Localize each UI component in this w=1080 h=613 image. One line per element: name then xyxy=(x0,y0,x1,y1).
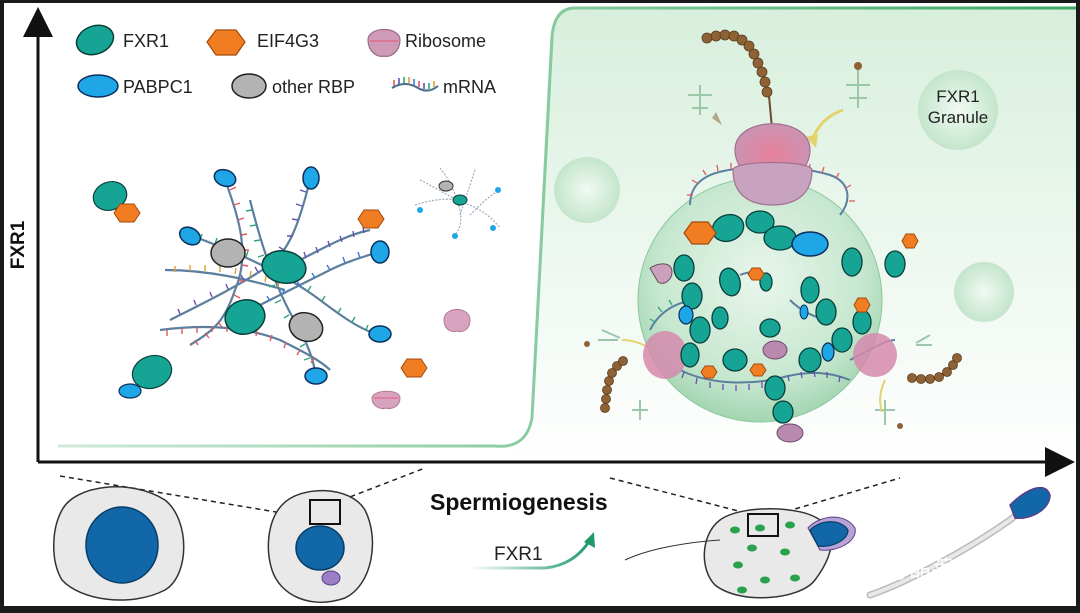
zoom-box-right xyxy=(747,513,779,537)
pabpc1-granule xyxy=(791,231,829,257)
fxr1-granule: FXR1 Granule xyxy=(554,29,1014,443)
legend-mrna: mRNA xyxy=(443,77,496,97)
nascent-peptide-right xyxy=(907,353,962,384)
spermiogenesis-cells: Spermiogenesis FXR1 xyxy=(53,467,1051,603)
ribosome-right xyxy=(853,333,897,377)
nascent-peptide-top xyxy=(701,29,773,98)
ribosome-top-large xyxy=(732,161,813,206)
round-spermatid-nucleus xyxy=(85,506,159,584)
fxr1-proteins xyxy=(673,210,906,424)
granule-label-line1: FXR1 xyxy=(936,87,979,106)
fxr1-trend-label: FXR1 xyxy=(494,544,543,565)
small-granule-left xyxy=(554,157,620,223)
pabpc1-legend-icon xyxy=(77,74,119,98)
small-granule-right xyxy=(954,262,1014,322)
legend-other-rbp: other RBP xyxy=(272,77,355,97)
y-axis-label: FXR1 xyxy=(8,220,29,269)
sperm-head xyxy=(1009,486,1051,519)
dispersed-mrnp-network xyxy=(92,166,501,409)
fxr1-legend-icon xyxy=(75,24,115,56)
mrna-legend-icon xyxy=(391,77,439,92)
labeled-granule xyxy=(918,70,998,150)
legend: FXR1 EIF4G3 Ribosome PABPC1 other RBP mR… xyxy=(75,24,496,99)
ribosome-left xyxy=(643,331,687,379)
zoom-box-left xyxy=(309,499,341,525)
eif4g3-granule xyxy=(683,221,717,245)
x-axis-label: Spermiogenesis xyxy=(430,489,608,515)
early-spermatid-nucleus xyxy=(295,525,345,571)
fxr1-increase-arrow xyxy=(468,539,592,570)
granule-label-line2: Granule xyxy=(928,108,988,127)
elongating-nucleus xyxy=(809,521,849,547)
legend-fxr1: FXR1 xyxy=(123,31,169,51)
trna-molecules xyxy=(598,70,932,425)
watermark-text: 知乎 @晶莱生物鹏 xyxy=(836,557,1019,582)
ribosome-legend-icon xyxy=(367,28,401,57)
fxr1-granules-in-cell xyxy=(730,521,800,594)
region-boundary xyxy=(58,6,1076,448)
nascent-peptide-left xyxy=(600,356,628,413)
legend-eif4g3: EIF4G3 xyxy=(257,31,319,51)
eif4g3-legend-icon xyxy=(206,29,246,56)
legend-ribosome: Ribosome xyxy=(405,31,486,51)
legend-pabpc1: PABPC1 xyxy=(123,77,193,97)
other-rbp-legend-icon xyxy=(231,73,267,99)
